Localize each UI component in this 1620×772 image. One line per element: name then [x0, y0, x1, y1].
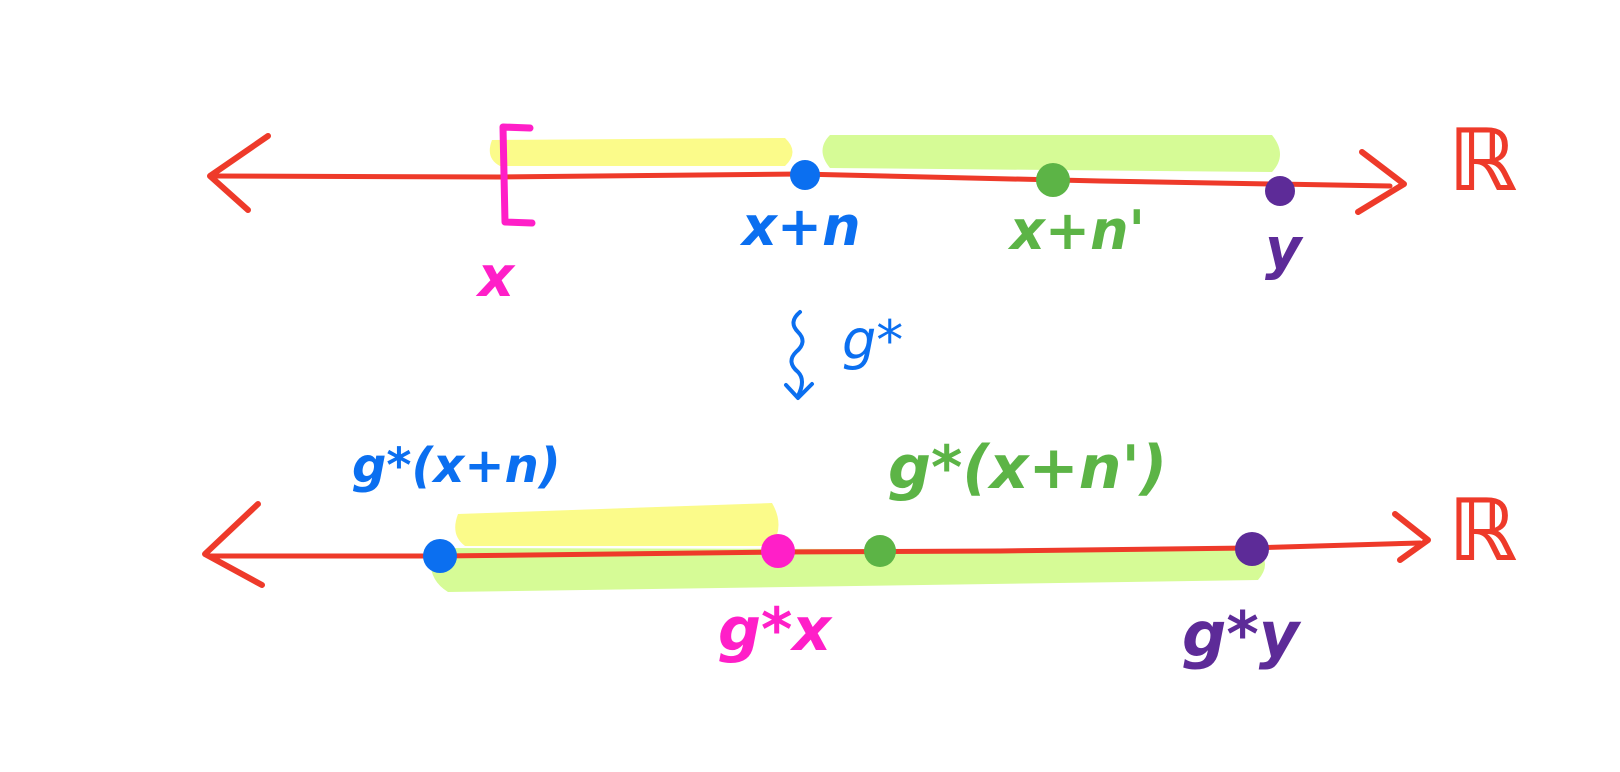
bottom-green-point-label: g*(x+n') [888, 433, 1168, 503]
bottom-point-purple [1235, 532, 1269, 566]
bottom-real-label: ℝ [1448, 481, 1517, 581]
bottom-left-arrow-icon [202, 501, 265, 588]
bottom-point-pink [761, 534, 795, 568]
top-purple-point-label: y [1265, 217, 1302, 282]
bottom-right-arrow-icon [1392, 511, 1431, 563]
bottom-number-line [202, 501, 1431, 592]
bracket-x-label: x [478, 245, 515, 310]
top-real-label: ℝ [1448, 111, 1517, 211]
top-green-highlight [822, 135, 1280, 172]
bottom-green-highlight [430, 548, 1265, 592]
top-point-green [1036, 163, 1070, 197]
top-point-blue [790, 160, 820, 190]
top-blue-point-label: x+n [742, 195, 861, 258]
bottom-pink-point-label: g*x [718, 595, 832, 665]
bottom-point-blue [423, 539, 457, 573]
squiggle-down-arrow-icon [784, 310, 814, 400]
map-g-star-label: g* [842, 309, 904, 372]
top-number-line [207, 123, 1407, 227]
top-left-arrow-icon [207, 133, 271, 213]
bottom-yellow-highlight [455, 503, 779, 546]
bottom-blue-point-label: g*(x+n) [352, 438, 561, 494]
top-green-point-label: x+n' [1010, 199, 1146, 262]
bottom-point-green [864, 535, 896, 567]
top-yellow-highlight [489, 138, 793, 166]
closed-bracket-icon [499, 123, 536, 227]
top-right-arrow-icon [1355, 149, 1407, 215]
bottom-purple-point-label: g*y [1182, 598, 1300, 671]
top-point-purple [1265, 176, 1295, 206]
